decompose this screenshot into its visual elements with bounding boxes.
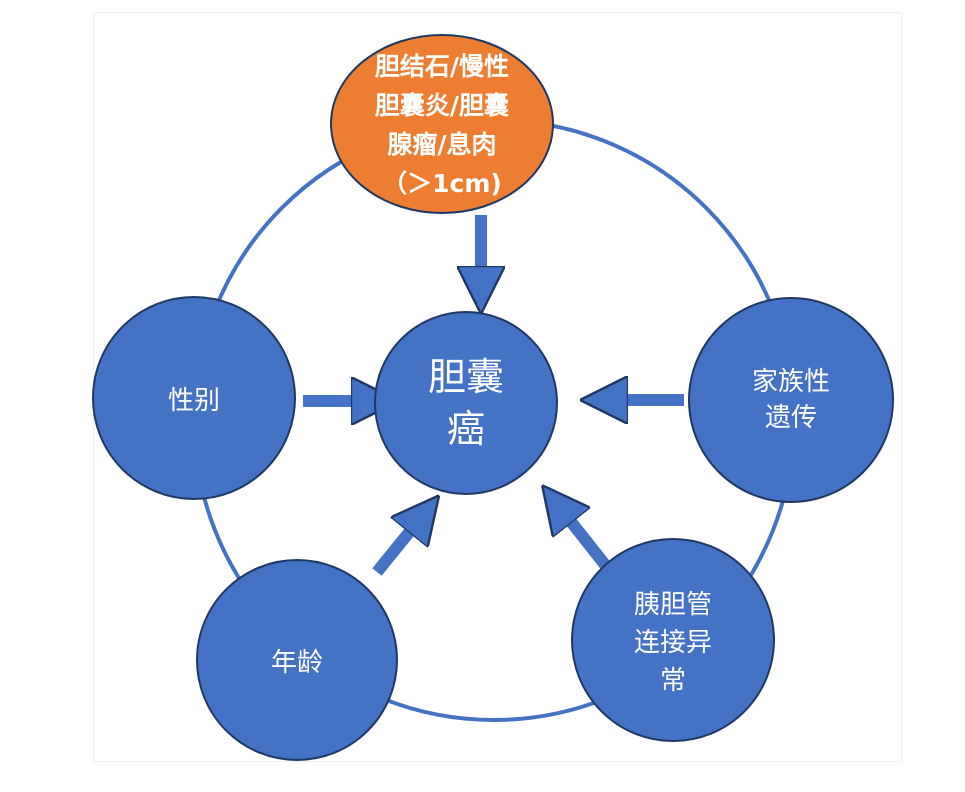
right-node xyxy=(688,297,894,503)
top-node xyxy=(330,34,554,214)
bottom-left-node xyxy=(196,559,398,761)
left-node xyxy=(92,296,296,500)
bottom-left-node-label: 年龄 xyxy=(270,647,323,678)
top-node-label: 胆结石/慢性 胆囊炎/胆囊 腺瘤/息肉 （＞1cm) xyxy=(374,52,510,198)
arrow-bottom-right xyxy=(557,504,611,570)
bottom-right-node-label: 胰胆管 连接异 常 xyxy=(633,589,712,696)
bottom-right-node xyxy=(571,538,775,742)
center-node xyxy=(374,311,558,495)
arrows xyxy=(303,215,684,576)
left-node-label: 性别 xyxy=(167,385,220,416)
right-node-label: 家族性 遗传 xyxy=(751,367,830,433)
arrow-bottom-left xyxy=(372,514,424,576)
center-node-label: 胆囊 癌 xyxy=(427,355,504,451)
